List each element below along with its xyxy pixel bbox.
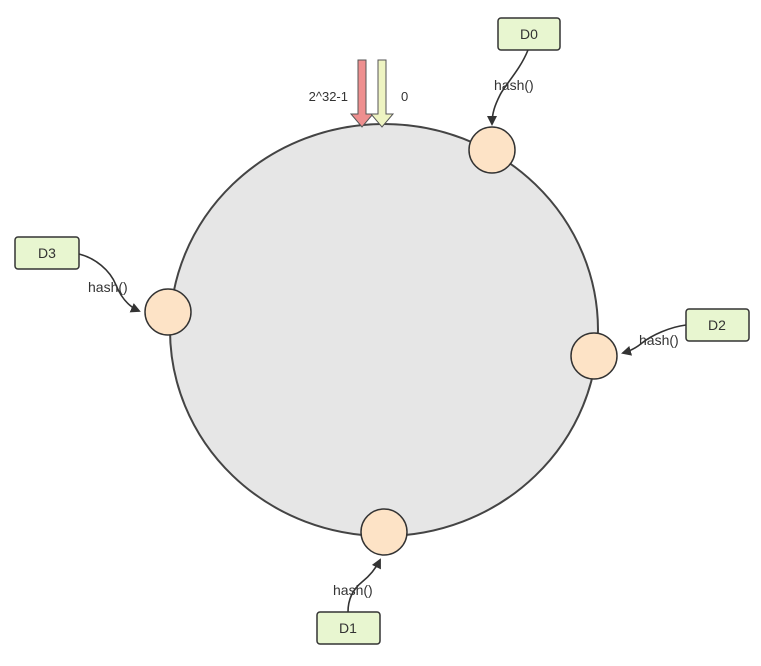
zero-value-arrow <box>369 59 395 128</box>
ring-node-d2[interactable] <box>570 332 618 380</box>
data-label-d3: D3 <box>38 245 56 261</box>
data-box-d2[interactable] <box>685 308 750 342</box>
hash-connector-d1 <box>347 558 381 613</box>
data-box-d0[interactable] <box>497 17 561 51</box>
hash-label-d2: hash() <box>639 332 679 348</box>
ring-node-d0[interactable] <box>468 126 516 174</box>
data-box-d1[interactable] <box>316 611 381 645</box>
hash-label-d1: hash() <box>333 582 373 598</box>
ring-node-d3[interactable] <box>144 288 192 336</box>
data-label-d2: D2 <box>708 317 726 333</box>
max-value-arrow <box>349 59 375 128</box>
hash-connector-d0 <box>487 49 529 126</box>
hash-connector-d2 <box>621 324 687 356</box>
hash-ring <box>169 123 599 537</box>
data-item-d3: D3 hash() <box>14 236 192 336</box>
data-item-d2: D2 hash() <box>570 308 750 380</box>
ring-origin-arrows: 2^32-1 0 <box>309 59 408 128</box>
hash-label-d0: hash() <box>494 77 534 93</box>
hash-label-d3: hash() <box>88 279 128 295</box>
data-box-d3[interactable] <box>14 236 80 270</box>
zero-value-label: 0 <box>401 89 408 104</box>
data-label-d0: D0 <box>520 26 538 42</box>
max-value-label: 2^32-1 <box>309 89 348 104</box>
data-item-d1: D1 hash() <box>316 508 408 645</box>
ring-node-d1[interactable] <box>360 508 408 556</box>
hash-connector-d3 <box>78 253 141 313</box>
data-label-d1: D1 <box>339 620 357 636</box>
data-item-d0: D0 hash() <box>468 17 561 174</box>
